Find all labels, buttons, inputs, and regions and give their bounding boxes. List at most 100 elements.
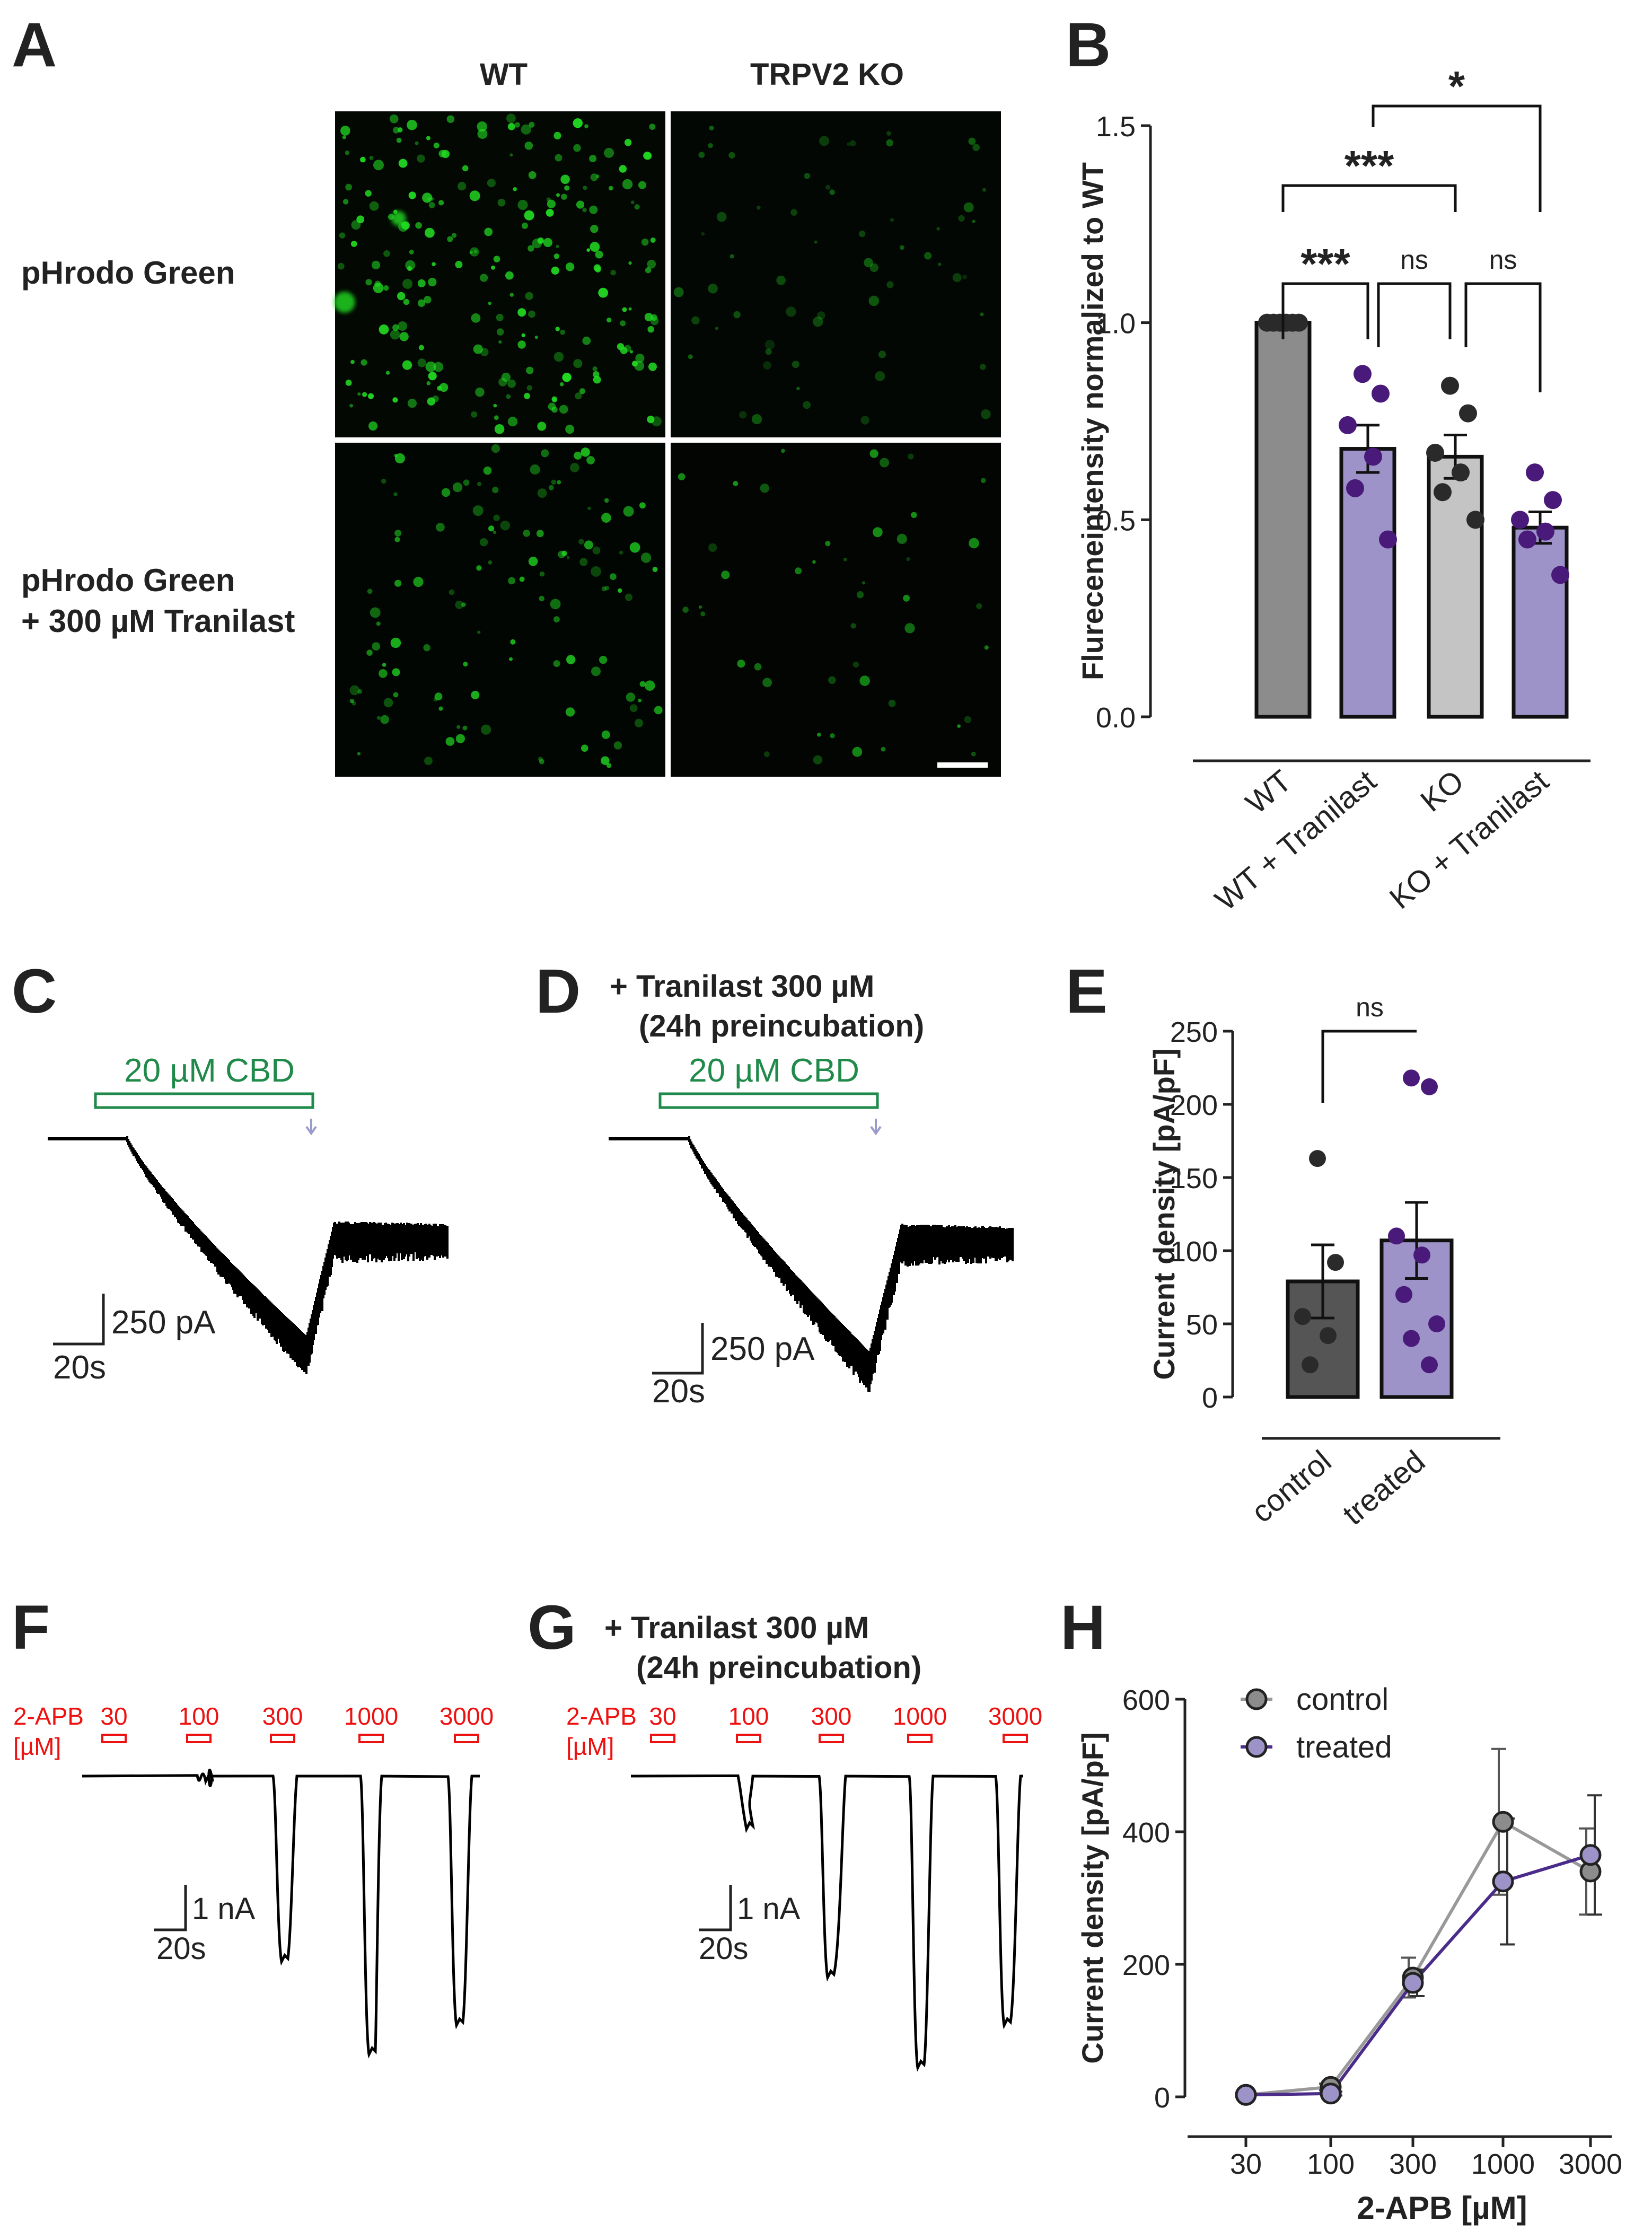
fluorescent-cell — [553, 660, 560, 667]
fluorescent-cell — [638, 181, 646, 189]
fluorescent-cell — [372, 260, 381, 269]
fluorescent-cell — [617, 343, 625, 350]
fluorescent-cell — [553, 616, 560, 623]
fluorescent-cell — [813, 755, 822, 765]
column-label-trpv2-ko: TRPV2 KO — [750, 57, 904, 92]
fluorescent-cell — [507, 379, 516, 388]
fluorescent-cell — [340, 126, 350, 136]
fluorescent-cell — [828, 676, 836, 684]
fluorescent-cell — [570, 463, 579, 472]
fluorescent-cell — [886, 131, 891, 136]
scale-bar-d — [652, 1323, 704, 1375]
cbd-application-bar-c — [94, 1092, 314, 1109]
fluorescent-cell — [849, 140, 856, 147]
fluorescent-cell — [392, 668, 400, 677]
fluorescent-cell — [819, 136, 830, 146]
fluorescent-cell — [365, 190, 372, 197]
fluorescent-cell — [436, 523, 445, 532]
scale-bar-f — [154, 1885, 187, 1931]
application-bar — [819, 1734, 844, 1743]
current-trace-f — [82, 1769, 480, 2059]
data-point — [1403, 1069, 1420, 1087]
current-trace-d — [609, 1136, 1014, 1392]
fluorescent-cell — [507, 122, 515, 130]
data-point — [1421, 1078, 1438, 1095]
data-point — [1290, 313, 1308, 332]
fluorescent-cell — [534, 336, 538, 339]
fluorescent-cell — [574, 451, 582, 460]
fluorescent-cell — [715, 327, 718, 330]
significance-bracket — [1464, 282, 1542, 392]
fluorescent-cell — [586, 456, 595, 464]
fluorescent-cell — [560, 174, 570, 185]
panel-letter-h: H — [1060, 1593, 1105, 1663]
data-point — [1544, 491, 1562, 510]
fluorescent-cell — [433, 362, 444, 372]
fluorescent-cell — [878, 350, 886, 358]
fluorescent-cell — [403, 298, 410, 305]
fluorescent-cell — [496, 313, 504, 321]
fluorescent-cell — [601, 756, 610, 765]
fluorescent-cell — [484, 227, 493, 236]
fluorescent-cell — [550, 599, 561, 610]
fluorescent-cell — [803, 401, 811, 409]
fluorescent-cell — [376, 716, 381, 720]
data-point — [1372, 384, 1390, 403]
concentration-label: 100 — [179, 1702, 219, 1730]
cbd-application-bar-d — [658, 1092, 879, 1109]
fluorescent-cell — [634, 718, 644, 727]
fluorescent-cell — [345, 183, 352, 191]
fluorescent-cell — [625, 593, 632, 601]
fluorescent-cell — [394, 579, 402, 587]
fluorescent-cell — [389, 114, 399, 124]
fluorescent-cell — [652, 567, 658, 572]
fluorescent-cell — [859, 675, 870, 686]
fluorescent-cell — [382, 663, 386, 667]
fluorescent-cell — [432, 262, 436, 267]
fluorescent-cell — [862, 581, 866, 585]
fluorescent-cell — [548, 485, 554, 490]
fluorescent-cell — [908, 453, 914, 460]
fluorescent-cell — [556, 193, 560, 197]
fluorescent-cell — [558, 550, 566, 558]
fluorescent-cell — [924, 252, 932, 260]
fluorescent-cell — [591, 666, 601, 677]
application-bar — [270, 1734, 295, 1743]
fluorescent-cell — [825, 541, 831, 547]
column-label-wt: WT — [480, 57, 528, 92]
fluorescent-cell — [688, 354, 693, 359]
concentration-label: 3000 — [988, 1702, 1042, 1730]
fluorescent-cell — [623, 506, 634, 517]
current-trace-g — [630, 1774, 1023, 2072]
series-line — [1245, 1820, 1592, 2097]
fluorescent-cell — [418, 345, 425, 350]
micrograph-cells — [334, 113, 991, 768]
panel-letter-f: F — [12, 1593, 50, 1663]
fluorescent-cell — [640, 552, 652, 563]
fluorescent-cell — [622, 179, 633, 190]
data-point — [1492, 1870, 1514, 1893]
scale-label-g-x: 20s — [699, 1931, 749, 1966]
significance-label: ns — [1400, 245, 1428, 275]
fluorescent-cell — [619, 165, 627, 173]
fluorescent-cell — [880, 458, 890, 468]
data-point — [1339, 416, 1357, 434]
application-bar — [650, 1734, 675, 1743]
fluorescent-cell — [645, 267, 652, 274]
fluorescent-cell — [587, 506, 591, 511]
fluorescent-cell — [814, 240, 818, 244]
data-point — [1327, 1254, 1344, 1271]
data-point — [1518, 530, 1536, 549]
concentration-label: 300 — [262, 1702, 303, 1730]
fluorescent-cell — [393, 692, 399, 698]
fluorescent-cell — [566, 655, 576, 664]
fluorescent-cell — [349, 699, 355, 704]
fluorescent-cell — [737, 660, 745, 668]
fluorescent-cell — [757, 205, 761, 210]
fluorescent-cell — [796, 386, 800, 390]
fluorescent-cell — [526, 366, 534, 374]
fluorescent-cell — [555, 327, 560, 331]
scale-label-c-x: 20s — [53, 1349, 106, 1386]
